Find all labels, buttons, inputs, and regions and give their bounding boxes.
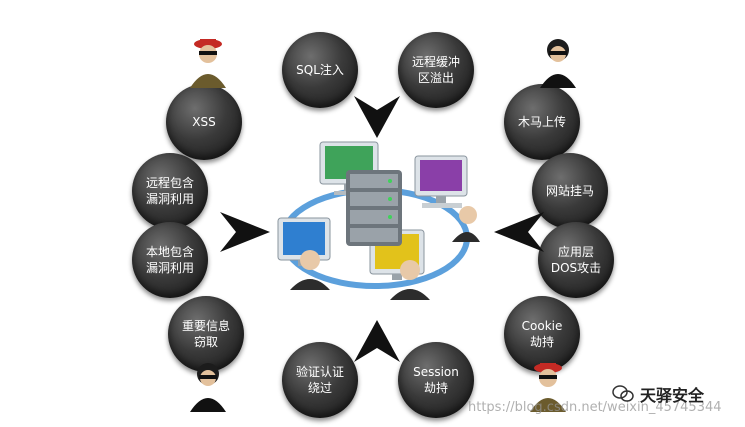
hacker-red-hat-icon: [190, 39, 226, 88]
node-label: DOS攻击: [550, 261, 602, 275]
arrow-left-icon: [220, 212, 270, 252]
arrow-right-icon: [494, 212, 544, 252]
node-label: 漏洞利用: [145, 192, 194, 206]
node-label: Cookie: [521, 319, 563, 333]
monitor-icon: [277, 217, 331, 266]
node-label: 远程缓冲: [411, 55, 460, 69]
node-local-file-inclusion: 本地包含 漏洞利用: [132, 222, 208, 298]
node-label: 漏洞利用: [145, 261, 194, 275]
node-label: SQL注入: [296, 63, 344, 77]
user-icon: [390, 260, 430, 300]
node-remote-buffer-overflow: 远程缓冲 区溢出: [398, 32, 474, 108]
node-sql-injection: SQL注入: [282, 32, 358, 108]
node-trojan-upload: 木马上传: [504, 84, 580, 160]
node-remote-file-inclusion: 远程包含 漏洞利用: [132, 153, 208, 229]
node-label: 重要信息: [181, 319, 230, 333]
node-label: Session: [413, 365, 459, 379]
node-label: 网站挂马: [545, 184, 594, 198]
hacker-red-hat-icon: [530, 363, 566, 412]
node-label: 劫持: [423, 381, 448, 395]
node-label: 劫持: [529, 335, 554, 349]
node-label: 验证认证: [295, 365, 344, 379]
server-icon: [346, 170, 402, 246]
watermark-url: https://blog.csdn.net/weixin_45745344: [468, 400, 722, 415]
arrow-bottom-icon: [354, 320, 400, 362]
node-label: 窃取: [193, 335, 218, 349]
node-label: 应用层: [557, 245, 594, 259]
brand-watermark: 天驿安全: [612, 382, 704, 406]
node-label: 木马上传: [517, 115, 566, 129]
node-label: 远程包含: [145, 176, 194, 190]
wechat-icon: [612, 385, 634, 402]
user-icon: [452, 206, 480, 242]
arrow-top-icon: [354, 96, 400, 138]
user-icon: [290, 250, 330, 290]
node-label: 本地包含: [145, 245, 194, 259]
node-label: 区溢出: [417, 71, 454, 85]
node-website-trojan: 网站挂马: [532, 153, 608, 229]
node-info-theft: 重要信息 窃取: [168, 296, 244, 372]
node-application-dos: 应用层 DOS攻击: [538, 222, 614, 298]
hacker-dark-icon: [540, 39, 576, 88]
node-label: 绕过: [307, 381, 332, 395]
node-cookie-hijack: Cookie 劫持: [504, 296, 580, 372]
monitor-icon: [414, 155, 468, 208]
node-session-hijack: Session 劫持: [398, 342, 474, 418]
brand-name: 天驿安全: [640, 386, 705, 405]
server-network-illustration: [277, 141, 480, 300]
hacker-dark-icon: [190, 363, 226, 412]
node-label: XSS: [192, 115, 216, 129]
node-auth-bypass: 验证认证 绕过: [282, 342, 358, 418]
node-xss: XSS: [166, 84, 242, 160]
